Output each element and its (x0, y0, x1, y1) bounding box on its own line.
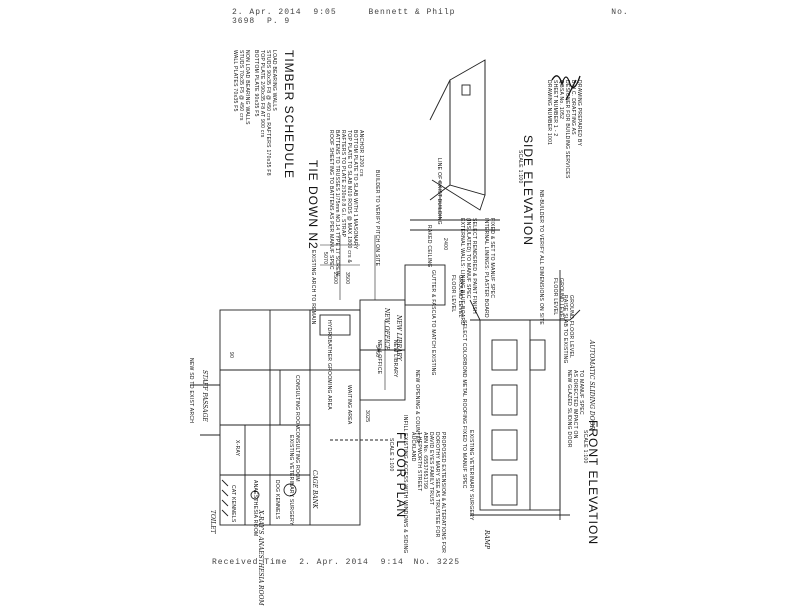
timber-schedule-line-2: STUDS 90x35 F8 @ 450 crs RAFTERS 170x35 … (265, 50, 271, 176)
dim-3500: 3500 (344, 272, 350, 285)
fax-header: 2. Apr. 2014 9:05 Bennett & Philp No. 36… (232, 8, 642, 26)
builder-verify-pitch-note: BUILDER TO VERIFY PITCH ON SITE (374, 170, 380, 267)
handwritten-new-office: NEW OFFICE (383, 308, 390, 351)
timber-schedule-line-1: LOAD BEARING WALLS (271, 50, 277, 112)
room-dog-kennels: DOG KENNELS (274, 480, 280, 520)
timber-schedule-line-4: BOTTOM PLATE 90x35 F5 (253, 50, 259, 117)
side-note-render: SELECT RENDERED & PAINT FINISH (471, 218, 477, 314)
side-elevation-scale: SCALE 1:100 (517, 150, 523, 184)
dim-3460: 3460 (374, 345, 380, 358)
fax-footer-time: 9:14 (380, 558, 404, 567)
dim-90: 90 (228, 352, 234, 359)
handwritten-toilet: TOILET (209, 510, 216, 534)
floor-plan-scale: SCALE 1:100 (388, 438, 394, 472)
timber-schedule-line-5: NON LOAD BEARING WALLS (244, 50, 250, 125)
tie-down-line-6: ANCHOR 1200 crs (358, 130, 364, 177)
dim-3025: 3025 (364, 410, 370, 423)
project-line-4: ABN No. 65537651799 (422, 432, 428, 490)
room-hydrobather: HYDROBATHER GROOMING AREA (326, 320, 332, 410)
timber-schedule-title: TIMBER SCHEDULE (282, 50, 296, 180)
fax-footer: Received Time 2. Apr. 2014 9:14 No. 3225 (212, 558, 572, 567)
front-elevation-scale: SCALE 1:100 (582, 430, 588, 464)
floor-plan-drawing (190, 264, 446, 526)
dimension-lines (320, 235, 386, 390)
verify-dimensions-note: NB-BUILDER TO VERIFY ALL DIMENSIONS ON S… (538, 190, 544, 325)
side-note-colorbond: SELECT COLORBOND METAL ROOFING FIXED TO … (461, 320, 467, 489)
handwritten-cage-bank: CAGE BANK (311, 470, 318, 509)
sheet-number: SHEET NUMBER 1 - 2 (552, 80, 558, 137)
project-line-1: PROPOSED EXTENSION & ALTERATIONS FOR (440, 432, 446, 554)
side-note-raked-ceiling: RAKED CEILING (426, 225, 432, 268)
front-note-manuf: TO MANUF SPEC (578, 370, 584, 415)
side-elevation-title: SIDE ELEVATION (521, 135, 535, 246)
side-elevation-dim: 2400 (442, 238, 448, 251)
front-note-ground-level: GROUND LEVEL (558, 278, 564, 321)
room-cat-kennels: CAT KENNELS (230, 485, 236, 523)
signature (551, 75, 581, 101)
credit-line-2: B.N.C. DRAFTING AS (570, 80, 576, 135)
architectural-drawing-sheet: TIMBER SCHEDULE LOAD BEARING WALLS STUDS… (180, 40, 610, 606)
credit-line-1: DRAWING PREPARED BY (576, 80, 582, 147)
note-infill: INFILL EXISTING ACCESS WITH WINDOWS & SI… (402, 415, 408, 554)
side-note-ground-level: GROUND LEVEL (457, 275, 463, 318)
handwritten-staff-passage: STAFF PASSAGE (201, 370, 208, 422)
fax-footer-date: 2. Apr. 2014 (299, 558, 369, 567)
timber-schedule-line-7: WALL PLATES 70x35 F5 (232, 50, 238, 112)
fax-header-time: 9:05 (313, 8, 337, 17)
front-elevation-title: FRONT ELEVATION (586, 420, 600, 546)
handwritten-new-library: NEW LIBRARY (395, 315, 402, 361)
tie-down-title: TIE DOWN N2 (306, 160, 320, 250)
side-note-gutter: GUTTER & FASCIA TO MATCH EXISTING (430, 270, 436, 376)
front-note-ground-floor: GROUND FLOOR LEVEL (568, 295, 574, 359)
room-consulting-1: CONSULTING ROOM (294, 375, 300, 429)
credit-line-3: DESIGNER FOR BUILDING SERVICES (564, 80, 570, 179)
timber-schedule-line-6: STUDS 70x35 F5 @ 450 crs (238, 50, 244, 121)
credit-line-4: QBSA No. 1052 (558, 80, 564, 120)
project-line-2: DOROTHY MARY SEE AS TRUSTEE FOR (434, 432, 440, 538)
room-waiting-area: WAITING AREA (346, 385, 352, 425)
front-note-existing: EXISTING VETERINARY SURGERY (468, 430, 474, 521)
existing-vet-surgery-label: EXISTING VETERINARY SURGERY (288, 435, 294, 526)
timber-schedule-line-3: TOP PLATE 2/90x35 F8 AT 900 crs (259, 50, 265, 138)
dim-2500: 2500 (332, 272, 338, 285)
drawing-number: DRAWING NUMBER 1001 (546, 80, 552, 146)
project-line-6: AUCKLAND (410, 432, 416, 462)
fax-header-page: P. 9 (267, 17, 291, 26)
room-consulting-2: CONSULTING ROOM (294, 428, 300, 482)
fax-header-date: 2. Apr. 2014 (232, 8, 302, 17)
front-elevation-drawing (469, 270, 581, 520)
drawing-linework (190, 59, 581, 526)
handwritten-ramp: RAMP (483, 530, 490, 550)
dim-5070: 5070 (322, 252, 328, 265)
note-new-sd: NEW SD TO EXIST ARCH (188, 358, 194, 424)
fax-footer-label: Received Time (212, 558, 288, 567)
side-elevation-drawing (410, 59, 500, 231)
room-xray: X-RAY (234, 440, 240, 457)
side-note-fixed: FIXED & SET TO MANUF SPEC (489, 218, 495, 299)
project-line-5: 1 HEPWORTH STREET (416, 432, 422, 492)
fax-header-number: No. 3698 (232, 8, 629, 26)
existing-arch-note: EXISTING ARCH TO REMAIN (310, 250, 316, 325)
side-note-line-exist: LINE OF EXIST BUILDING (436, 158, 442, 225)
fax-footer-number: No. 3225 (413, 558, 461, 567)
side-note-floor-level: FLOOR LEVEL (450, 275, 456, 313)
project-line-3: DAVID EYES FAMILY TRUST (428, 432, 434, 506)
handwritten-auto-door: AUTOMATIC SLIDING DOOR (588, 340, 595, 431)
fax-header-sender: Bennett & Philp (368, 8, 456, 17)
